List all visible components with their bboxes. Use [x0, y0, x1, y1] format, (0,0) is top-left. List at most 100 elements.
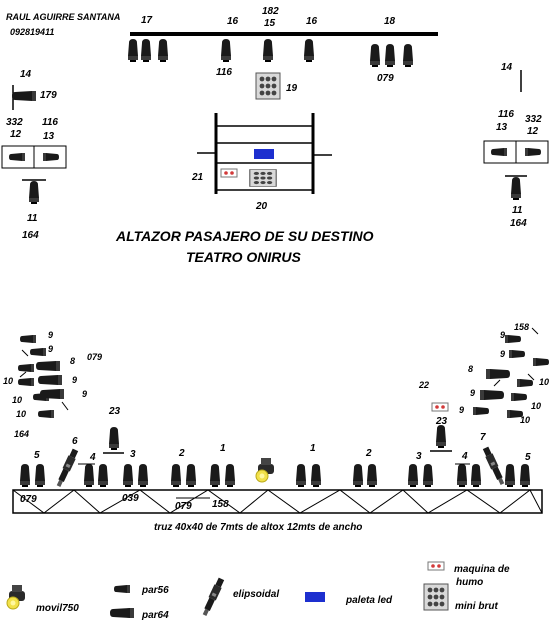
led-panel-icon	[254, 149, 274, 159]
par64-icon	[480, 390, 504, 400]
par56-icon	[525, 148, 541, 156]
label-079: 079	[20, 494, 37, 505]
legend-humo-label: maquina de	[454, 564, 510, 575]
top-bar-rig	[128, 32, 438, 100]
label-2: 2	[365, 448, 372, 459]
label-12: 12	[10, 129, 22, 140]
truss-note: truz 40x40 de 7mts de altox 12mts de anc…	[154, 522, 362, 533]
legend-paleta-label: paleta led	[345, 595, 393, 606]
label-9: 9	[48, 330, 53, 340]
right-side-rig	[483, 70, 549, 200]
label-079: 079	[87, 352, 102, 362]
label-116: 116	[216, 67, 232, 78]
par64-icon	[311, 464, 321, 487]
par56-icon	[9, 153, 25, 161]
label-10: 10	[520, 415, 530, 425]
left-side-rig	[1, 85, 67, 204]
label-9: 9	[459, 405, 464, 415]
par64-icon	[486, 369, 510, 379]
author-name: RAUL AGUIRRE SANTANA	[6, 12, 120, 22]
label-9: 9	[470, 388, 475, 398]
par56-icon	[114, 585, 130, 593]
legend-humo-label-2: humo	[456, 577, 483, 588]
par56-icon	[38, 410, 54, 418]
par64-icon	[304, 39, 314, 62]
par64-icon	[40, 389, 64, 399]
par64-icon	[158, 39, 168, 62]
par64-icon	[138, 464, 148, 487]
smoke-machine-icon	[427, 561, 445, 571]
ellipsoidal-icon	[481, 446, 507, 486]
label-17: 17	[141, 15, 153, 26]
label-179: 179	[40, 90, 57, 101]
par64-icon	[520, 464, 530, 487]
led-panel-icon	[305, 592, 325, 602]
par64-icon	[38, 375, 62, 385]
label-9: 9	[72, 375, 77, 385]
par64-icon	[370, 44, 380, 67]
label-164: 164	[510, 218, 527, 229]
right-cluster-rig	[430, 327, 549, 486]
label-10: 10	[16, 409, 26, 419]
par64-icon	[225, 464, 235, 487]
par56-icon	[491, 148, 507, 156]
label-10: 10	[12, 395, 22, 405]
label-10: 10	[3, 376, 13, 386]
par56-icon	[18, 364, 34, 372]
label-4: 4	[461, 451, 468, 462]
smoke-machine-icon	[220, 168, 238, 178]
label-3: 3	[416, 451, 422, 462]
par64-icon	[123, 464, 133, 487]
label-11: 11	[512, 205, 523, 216]
label-158: 158	[514, 322, 529, 332]
label-16: 16	[306, 16, 318, 27]
label-332: 332	[525, 114, 542, 125]
par64-icon	[457, 464, 467, 487]
label-158: 158	[212, 499, 229, 510]
legend-movil-label: movil750	[36, 603, 79, 614]
par64-icon	[367, 464, 377, 487]
label-3: 3	[130, 449, 136, 460]
label-23: 23	[435, 416, 448, 427]
venue-title: TEATRO ONIRUS	[186, 249, 302, 265]
par64-icon	[171, 464, 181, 487]
par64-icon	[353, 464, 363, 487]
label-10: 10	[539, 377, 549, 387]
par56-icon	[505, 335, 521, 343]
label-14: 14	[501, 62, 513, 73]
label-6: 6	[72, 436, 78, 447]
par56-icon	[517, 379, 533, 387]
par64-icon	[128, 39, 138, 62]
label-1: 1	[310, 443, 316, 454]
par64-icon	[423, 464, 433, 487]
label-11: 11	[27, 213, 38, 224]
par64-icon	[84, 464, 94, 487]
par64-icon	[385, 44, 395, 67]
legend-elipsoidal-label: elipsoidal	[233, 589, 279, 600]
moving-head-icon	[255, 457, 275, 483]
par64-icon	[511, 177, 521, 200]
par56-icon	[18, 378, 34, 386]
label-116: 116	[498, 109, 514, 120]
par56-icon	[20, 335, 36, 343]
label-9: 9	[500, 330, 505, 340]
label-5: 5	[34, 450, 40, 461]
par64-icon	[186, 464, 196, 487]
label-9: 9	[82, 389, 87, 399]
smoke-machine-icon	[431, 402, 449, 412]
label-8: 8	[468, 364, 473, 374]
label-4: 4	[89, 452, 96, 463]
label-9: 9	[48, 344, 53, 354]
par56-icon	[533, 358, 549, 366]
label-23: 23	[108, 406, 121, 417]
label-13: 13	[496, 122, 508, 133]
par64-icon	[12, 91, 36, 101]
par64-icon	[35, 464, 45, 487]
legend-par64-label: par64	[141, 610, 169, 621]
par56-icon	[473, 407, 489, 415]
par64-icon	[221, 39, 231, 62]
legend-par56-label: par56	[141, 585, 169, 596]
par56-icon	[43, 153, 59, 161]
label-10: 10	[531, 401, 541, 411]
